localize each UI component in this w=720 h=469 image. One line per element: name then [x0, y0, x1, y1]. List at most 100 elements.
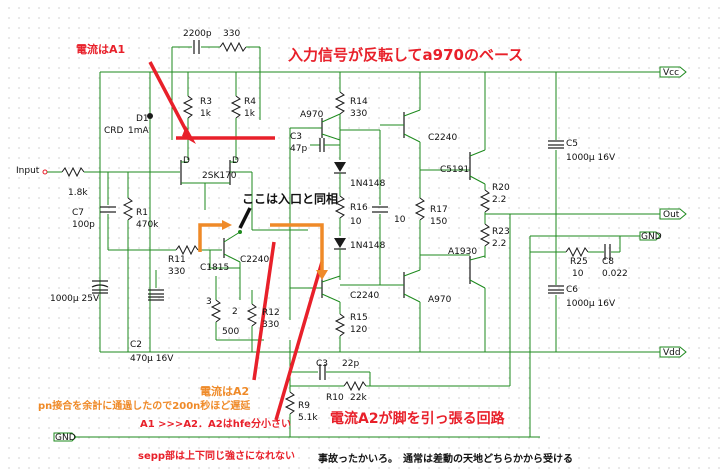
label-vcc: Vcc: [663, 68, 679, 78]
label-c2-value: 470µ 16V: [130, 354, 174, 364]
label-r15: R15: [350, 313, 368, 323]
annotation-pull-circuit: 電流A2が脚を引っ張る回路: [330, 410, 506, 427]
annotation-bottom-note: 事故ったかいろ。 通常は差動の天地どちらかから受ける: [318, 452, 573, 465]
label-gnd-right: GND: [641, 232, 662, 242]
label-r10: R10: [326, 393, 344, 403]
bias-and-output-drivers: [340, 72, 470, 352]
label-c10: 10: [394, 215, 406, 225]
resistor-r4: [230, 72, 242, 160]
label-r16: R16: [350, 203, 368, 213]
label-vr-500: 500: [222, 327, 239, 337]
out-port: [500, 208, 687, 220]
capacitor-c5: [548, 72, 564, 236]
label-c7-value: 100p: [72, 220, 95, 230]
label-r4: R4: [244, 97, 256, 107]
label-d1: D1: [136, 114, 149, 124]
label-c6-value: 1000µ 16V: [566, 299, 616, 309]
label-c5-value: 1000µ 16V: [566, 153, 616, 163]
annotation-title: 入力信号が反転してa970のベース: [288, 46, 523, 64]
vcc-rail: [99, 66, 687, 352]
annotation-current-a1: 電流はA1: [76, 42, 125, 56]
label-c5: C5: [566, 139, 578, 149]
label-c2240-c: C2240: [350, 291, 379, 301]
capacitor-1000u-25v: [91, 270, 109, 294]
output-transistors: [469, 72, 500, 352]
label-330-top: 330: [223, 29, 240, 39]
label-1n4148-b: 1N4148: [350, 241, 386, 251]
feedback-network-top: [171, 40, 261, 140]
gnd-port-left: [53, 432, 540, 442]
input-network: [42, 166, 180, 352]
current-source: [170, 230, 264, 352]
label-c8-value: 0.022: [602, 269, 628, 279]
label-crd-value: 1mA: [128, 126, 149, 136]
label-r20: R20: [492, 183, 510, 193]
label-c3b: C3: [316, 359, 328, 369]
label-r1-value: 470k: [136, 220, 159, 230]
label-c3-value: 47p: [290, 144, 307, 154]
label-r10-value: 22k: [350, 393, 367, 403]
label-vr-2: 2: [232, 307, 238, 317]
label-r4-value: 1k: [244, 109, 256, 119]
label-r3-value: 1k: [200, 109, 212, 119]
label-r11: R11: [168, 255, 186, 265]
label-c2240-a: C2240: [428, 133, 457, 143]
label-r16-value: 10: [350, 217, 362, 227]
label-r17: R17: [430, 205, 448, 215]
label-r9-value: 5.1k: [298, 413, 318, 423]
label-1-8k: 1.8k: [68, 188, 88, 198]
gnd-port-right: [620, 231, 661, 241]
label-out: Out: [663, 210, 680, 220]
label-r23-value: 2.2: [492, 239, 506, 249]
label-c5191: C5191: [440, 165, 469, 175]
label-1n4148-a: 1N4148: [350, 179, 386, 189]
label-r1: R1: [136, 208, 148, 218]
label-2200p: 2200p: [183, 29, 212, 39]
label-c6: C6: [566, 285, 578, 295]
global-feedback: [284, 214, 511, 437]
label-input: Input: [16, 166, 40, 176]
label-c2240-b: C2240: [240, 255, 269, 265]
label-c3b-value: 22p: [342, 359, 359, 369]
jfet-2sk170: [180, 160, 308, 231]
label-vr-3: 3: [206, 297, 212, 307]
label-r23: R23: [492, 227, 510, 237]
label-vdd: Vdd: [663, 348, 681, 358]
label-pin-d2: D: [232, 156, 239, 166]
label-r25: R25: [570, 257, 588, 267]
label-crd: CRD: [104, 126, 124, 136]
label-1000u-25v: 1000µ 25V: [50, 294, 100, 304]
label-r20-value: 2.2: [492, 195, 506, 205]
label-r17-value: 150: [430, 217, 447, 227]
label-r14: R14: [350, 97, 368, 107]
annotation-marks: [148, 61, 328, 421]
label-r11-value: 330: [168, 267, 185, 277]
resistor-r3: [182, 72, 194, 160]
annotation-same-phase: ここは入口と同相: [242, 191, 338, 206]
label-a970-top: A970: [300, 110, 324, 120]
label-r14-value: 330: [350, 109, 367, 119]
label-2sk170: 2SK170: [202, 171, 237, 181]
capacitor-c2: [148, 270, 164, 301]
annotation-current-a2: 電流はA2: [200, 384, 249, 398]
label-r12: R12: [262, 308, 280, 318]
label-c8: C8: [602, 257, 614, 267]
label-r25-value: 10: [572, 269, 584, 279]
zobel-network: [529, 235, 621, 437]
label-pin-d1: D: [183, 156, 190, 166]
annotation-pn-delay: pn接合を余計に通過したので200n秒ほど遅延: [38, 399, 251, 412]
label-c7: C7: [72, 208, 84, 218]
label-r9: R9: [298, 401, 310, 411]
annotation-sepp: sepp部は上下同じ強さになれない: [138, 449, 295, 462]
label-r15-value: 120: [350, 325, 367, 335]
label-c2: C2: [130, 340, 142, 350]
label-c1815: C1815: [200, 263, 229, 273]
label-r3: R3: [200, 97, 212, 107]
annotation-ratio: A1 >>>A2．A2はhfe分小さい: [140, 417, 291, 430]
crd-diode-d1: [147, 72, 153, 352]
label-a970-b: A970: [428, 295, 452, 305]
label-r12-value: 330: [262, 320, 279, 330]
vdd-rail: [100, 346, 687, 358]
